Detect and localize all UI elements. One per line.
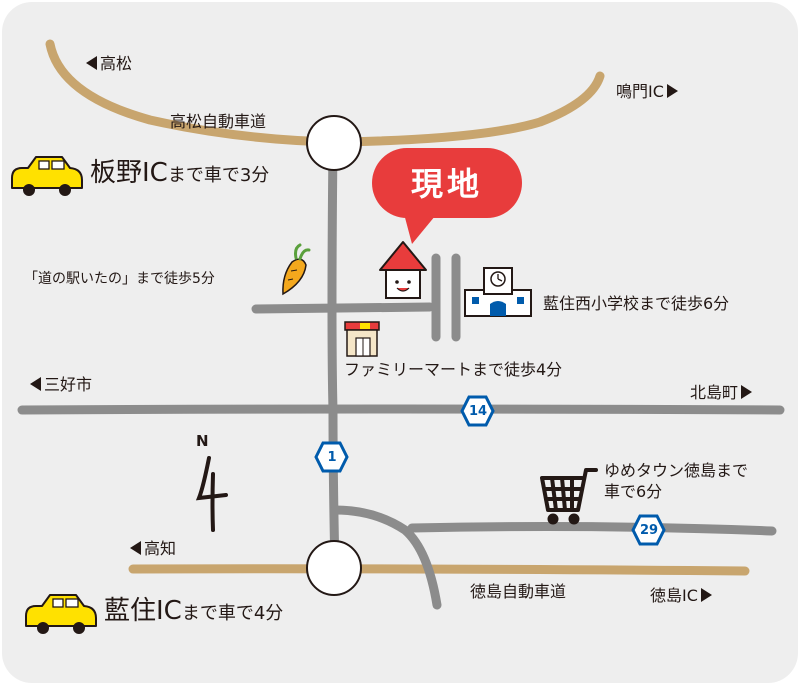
left-arrow-icon (30, 377, 41, 391)
itano-ic-time: まで車で3分 (167, 165, 270, 186)
route-1-road (327, 140, 340, 573)
site-label: 現地 (410, 165, 483, 203)
label-takamatsu: 高松 (86, 56, 132, 72)
north-arrow-icon (195, 456, 228, 532)
route-29-number: 29 (639, 523, 659, 538)
car-icon (25, 594, 97, 634)
label-youme-town: ゆめタウン徳島まで 車で6分 (604, 461, 748, 503)
route-1-shield (314, 441, 349, 473)
label-kochi-text: 高知 (144, 539, 177, 558)
site-marker-bubble (372, 148, 522, 244)
shopping-cart-icon (540, 468, 598, 525)
aizumi-ic-marker (306, 540, 362, 596)
label-familymart: ファミリーマートまで徒歩4分 (344, 360, 563, 379)
route-14-number: 14 (468, 404, 488, 419)
car-icon (11, 156, 83, 196)
route-14-road (17, 404, 785, 415)
right-arrow-icon (741, 385, 753, 399)
itano-ic-marker (306, 115, 362, 171)
label-miyoshi-text: 三好市 (44, 375, 93, 394)
carrot-icon (282, 243, 311, 296)
label-aizumi-ic: 藍住ICまで車で4分 (104, 598, 283, 624)
right-arrow-icon (666, 84, 678, 98)
aizumi-ic-time: まで車で4分 (181, 603, 284, 624)
label-kitajima: 北島町 (690, 383, 753, 402)
label-aizumi-nishi-school: 藍住西小学校まで徒歩6分 (543, 294, 730, 313)
label-miyoshi: 三好市 (30, 377, 92, 393)
convenience-store-icon (344, 321, 380, 357)
route-14-shield (460, 395, 495, 427)
north-letter: N (196, 432, 209, 450)
label-naruto-ic-text: 鳴門IC (616, 82, 664, 101)
label-naruto-ic: 鳴門IC (616, 84, 678, 100)
route-1-number: 1 (327, 450, 337, 465)
label-takamatsu-expressway: 高松自動車道 (170, 112, 267, 131)
right-arrow-icon (700, 588, 712, 602)
left-arrow-icon (130, 541, 141, 555)
school-icon (464, 267, 532, 317)
label-tokushima-expressway: 徳島自動車道 (470, 582, 567, 601)
label-kitajima-text: 北島町 (690, 383, 739, 402)
local-roads (17, 140, 785, 610)
label-tokushima-ic-text: 徳島IC (650, 586, 698, 605)
itano-ic-name: 板野IC (90, 158, 168, 188)
aizumi-ic-name: 藍住IC (104, 596, 182, 626)
label-kochi: 高知 (130, 541, 176, 557)
house-icon (379, 241, 427, 299)
branch-road-curve (330, 505, 442, 610)
side-road-west (251, 302, 435, 314)
route-29-road (407, 522, 777, 536)
tokushima-expressway (128, 564, 750, 576)
label-tokushima-ic: 徳島IC (650, 588, 712, 604)
label-takamatsu-text: 高松 (100, 54, 133, 73)
label-itano-ic: 板野ICまで車で3分 (90, 160, 269, 186)
route-29-shield (631, 514, 666, 546)
left-arrow-icon (86, 56, 97, 70)
youme-line1: ゆめタウン徳島まで (604, 461, 749, 480)
youme-line2: 車で6分 (604, 481, 663, 501)
label-michi-no-eki: 「道の駅いたの」まで徒歩5分 (24, 271, 215, 287)
